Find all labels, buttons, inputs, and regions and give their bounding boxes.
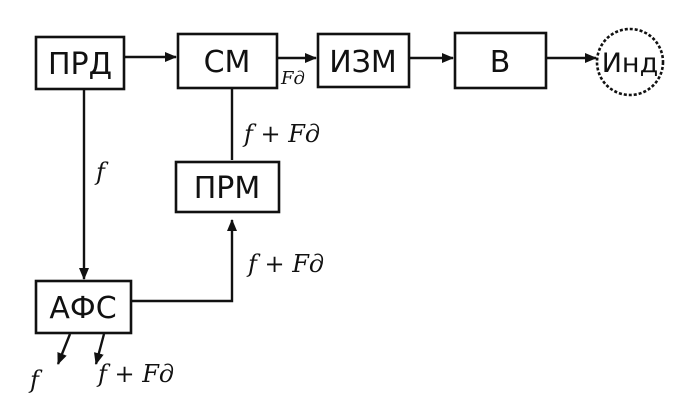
arrow-afs-out-f-fd — [94, 333, 106, 365]
label-f-out: f — [28, 366, 43, 394]
block-v: В — [453, 31, 548, 90]
block-afs-label: АФС — [49, 291, 116, 326]
block-izm-label: ИЗМ — [329, 45, 397, 80]
block-sm-label: СМ — [204, 45, 251, 80]
arrow-afs-out-f — [56, 333, 72, 365]
block-prd: ПРД — [34, 35, 126, 91]
label-f-plus-fd-upper: f + Fд — [242, 120, 320, 148]
connectors — [56, 52, 597, 365]
block-sm: СМ — [176, 32, 279, 90]
block-afs: АФС — [34, 279, 133, 335]
block-ind: Инд — [595, 27, 665, 97]
label-fd-small: Fд — [280, 68, 305, 89]
block-izm: ИЗМ — [316, 32, 411, 89]
label-f-plus-fd-lower: f + Fд — [246, 250, 324, 278]
block-ind-label: Инд — [602, 48, 659, 79]
block-prm-label: ПРМ — [194, 171, 261, 206]
block-v-label: В — [490, 45, 511, 80]
label-f-plus-fd-out: f + Fд — [96, 360, 174, 388]
block-prd-label: ПРД — [48, 47, 112, 82]
arrow-afs-to-prm — [131, 219, 237, 303]
block-prm: ПРМ — [174, 160, 281, 214]
label-f-vertical: f — [94, 158, 109, 186]
